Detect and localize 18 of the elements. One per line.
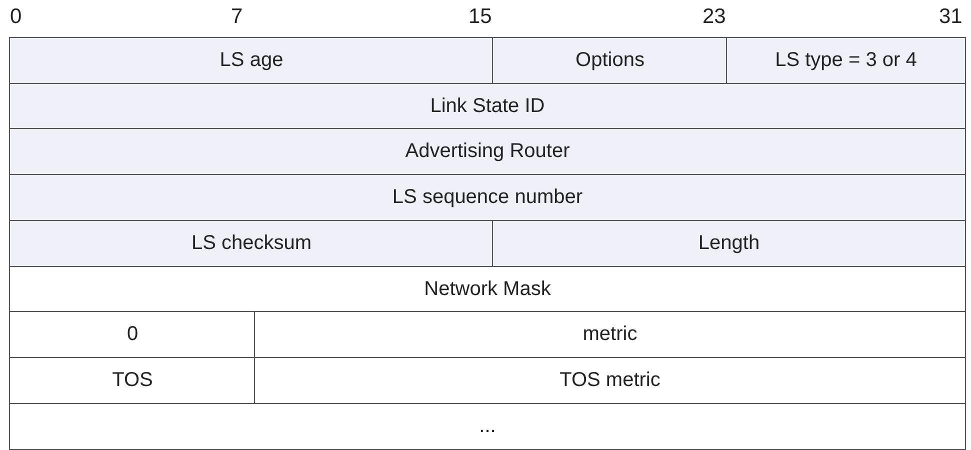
bit-number: 23 [702,4,726,30]
header-field: LS sequence number [9,174,966,222]
bit-number: 15 [468,4,492,30]
header-field: LS checksum [9,220,494,267]
packet-field: TOS metric [254,356,966,404]
bit-number: 31 [939,4,962,30]
header-field: Link State ID [9,82,966,130]
header-field: Options [492,37,728,84]
header-field: Advertising Router [9,128,966,176]
header-field: LS age [9,37,494,84]
bit-number: 7 [231,4,243,30]
packet-field: Network Mask [9,266,966,313]
packet-field: 0 [9,311,256,358]
packet-field: ... [9,402,966,450]
packet-field: metric [254,311,966,358]
header-field: Length [492,220,966,267]
bit-number: 0 [10,4,22,30]
header-field: LS type = 3 or 4 [726,37,966,84]
